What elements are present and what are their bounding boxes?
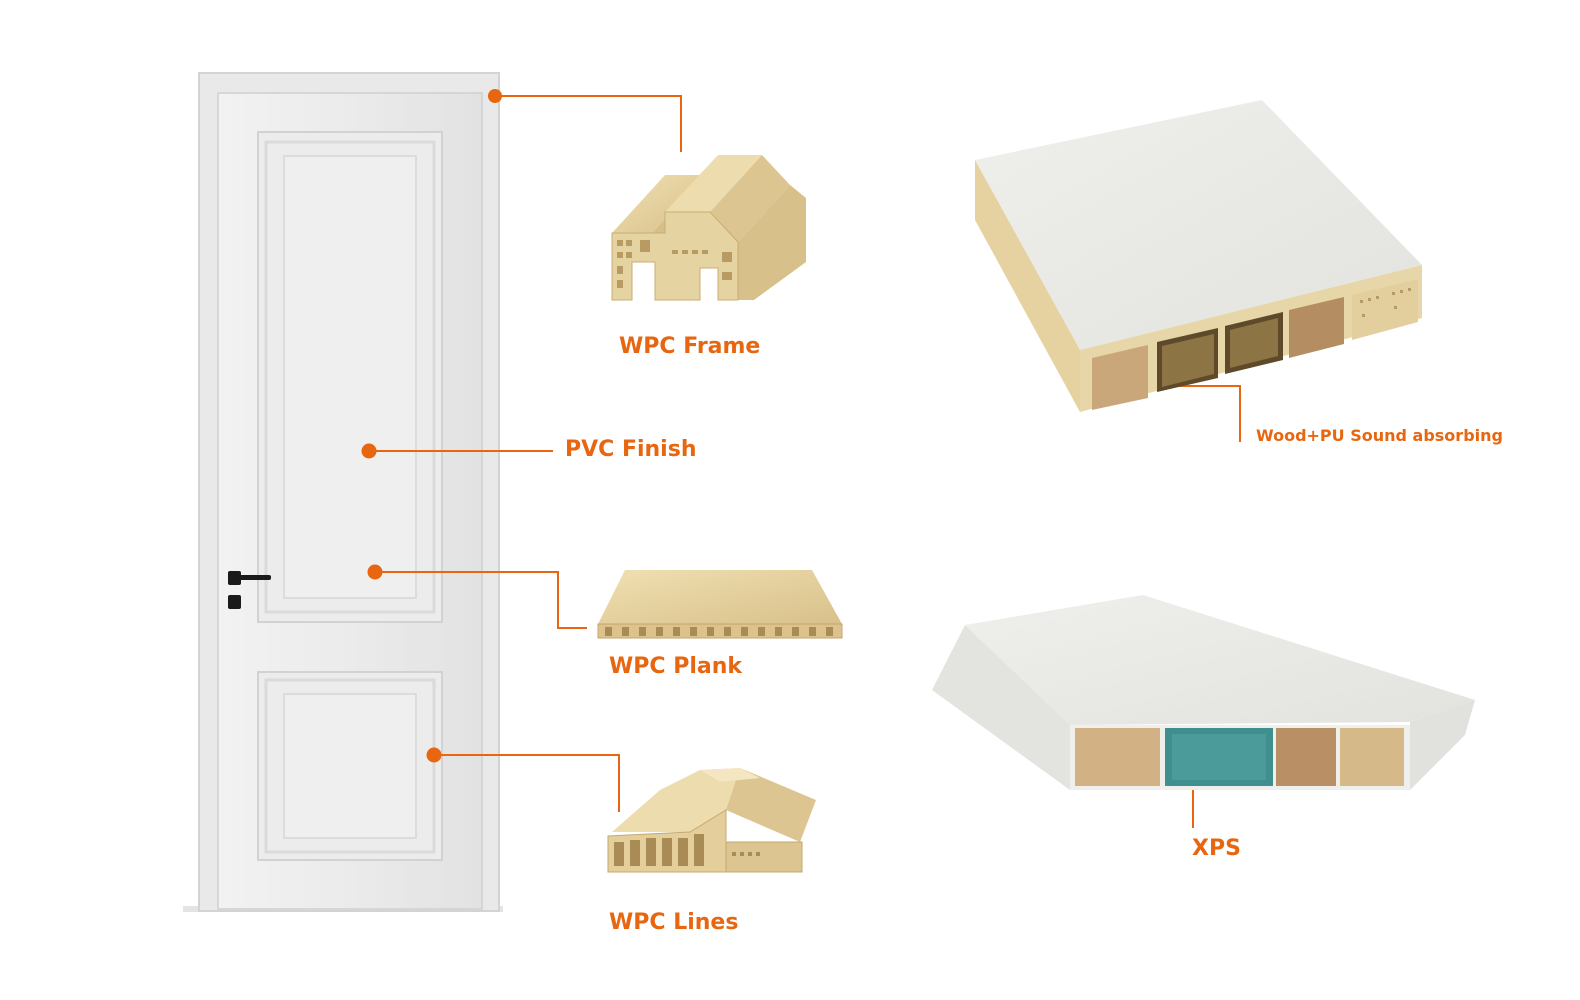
- label-wpc-plank: WPC Plank: [609, 654, 742, 679]
- wood-block-c: [1340, 728, 1404, 786]
- dot-plank: [367, 564, 383, 580]
- upper-panel-inner: [283, 155, 417, 599]
- wpc-plank-profile: [597, 570, 843, 639]
- dot-pvc: [361, 443, 377, 459]
- wood-block-right: [1289, 297, 1344, 358]
- upper-panel-mid: [264, 140, 436, 614]
- keyhole-icon: [228, 595, 241, 609]
- dot-frame: [488, 89, 502, 103]
- door: [183, 72, 503, 912]
- label-wpc-frame: WPC Frame: [619, 334, 761, 359]
- wood-block-b: [1276, 728, 1336, 786]
- wpc-frame-profile: [611, 155, 806, 301]
- callout-line-plank: [375, 571, 587, 629]
- board-cross-section-bottom: [932, 595, 1475, 790]
- label-wood-pu: Wood+PU Sound absorbing: [1256, 426, 1503, 445]
- wood-block-a: [1075, 728, 1160, 786]
- label-wpc-lines: WPC Lines: [609, 910, 739, 935]
- label-xps: XPS: [1192, 836, 1241, 861]
- dot-lines: [426, 747, 442, 763]
- board-cross-section-top: [975, 100, 1422, 412]
- wood-block-left: [1092, 345, 1148, 410]
- callout-line-frame: [495, 95, 682, 152]
- lower-panel-mid: [264, 678, 436, 854]
- wpc-lines-profile: [607, 768, 816, 873]
- callout-line-lines: [434, 754, 620, 812]
- label-pvc-finish: PVC Finish: [565, 437, 697, 462]
- door-handle-icon: [228, 571, 271, 585]
- lower-panel-inner: [283, 693, 417, 839]
